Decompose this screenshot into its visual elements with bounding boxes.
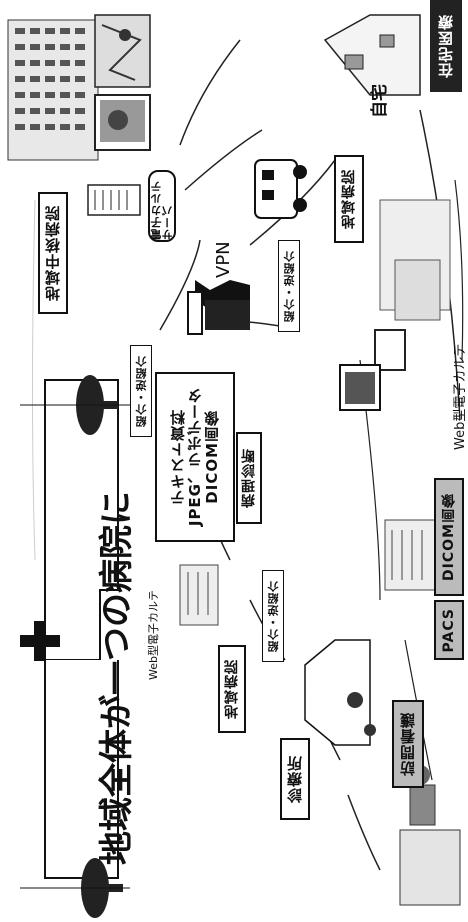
data-types-box: DICOM画像 JPEG、ラボデータ テキスト資料 xyxy=(155,372,235,542)
building-icon xyxy=(179,564,219,626)
data-types-line2: JPEG、ラボデータ xyxy=(185,387,204,527)
vpn-label: VPN xyxy=(213,241,234,278)
referral-label-3: 紹介・逆紹介 xyxy=(262,570,284,662)
arc-core-ambulance xyxy=(184,129,263,191)
referral-label-2: 紹介・逆紹介 xyxy=(130,345,152,437)
tree-icon xyxy=(20,375,130,435)
web-emr-right-label: Web型電子カルテ xyxy=(453,343,468,450)
data-types-line3: テキスト資料 xyxy=(168,409,187,505)
house-icon xyxy=(323,14,421,96)
monitor-icon xyxy=(339,364,381,411)
building-icon xyxy=(7,19,99,161)
monitor-icon xyxy=(94,94,151,151)
home-nursing-label: 訪問看護 xyxy=(392,700,424,788)
page-title: 地域全体が一つの病院に xyxy=(97,491,137,865)
core-hospital-label: 地域中核病院 xyxy=(38,192,68,314)
referral-label-1: 紹介・逆紹介 xyxy=(278,240,300,332)
pathology-label: 病理診断 xyxy=(236,432,262,524)
building-icon xyxy=(384,519,441,591)
emr-server-label: 電子カルテサーバ xyxy=(148,170,176,242)
arc-left-faint xyxy=(32,199,36,561)
nurse-icon xyxy=(399,765,461,906)
ambulance-icon xyxy=(254,159,307,219)
dicom-image-label: DICOM画像 xyxy=(434,478,464,596)
regional-hospital-left-label: 地域病院 xyxy=(218,645,246,733)
home-label: 自宅 xyxy=(370,84,390,118)
home-medicine-label: 在宅医療 xyxy=(430,0,462,92)
title-banner xyxy=(44,379,119,879)
web-emr-left-label: Web型電子カルテ xyxy=(147,590,160,680)
vpn-router-icon xyxy=(187,280,250,335)
arc-bottom-nursing xyxy=(347,794,381,871)
building-icon xyxy=(374,199,451,371)
pacs-label: PACS xyxy=(434,600,464,660)
tree-icon xyxy=(20,858,130,918)
arc-right-far xyxy=(454,179,464,361)
house-icon xyxy=(304,639,376,746)
arc-core-vpn xyxy=(159,239,201,331)
data-types-line1: DICOM画像 xyxy=(202,410,221,504)
server-icon xyxy=(87,184,141,216)
regional-hospital-right-label: 地域病院 xyxy=(334,155,364,243)
cross-icon xyxy=(20,621,60,661)
monitor-icon xyxy=(94,14,151,88)
arc-core-top xyxy=(179,39,241,146)
clinic-label: 診療所 xyxy=(280,738,310,820)
